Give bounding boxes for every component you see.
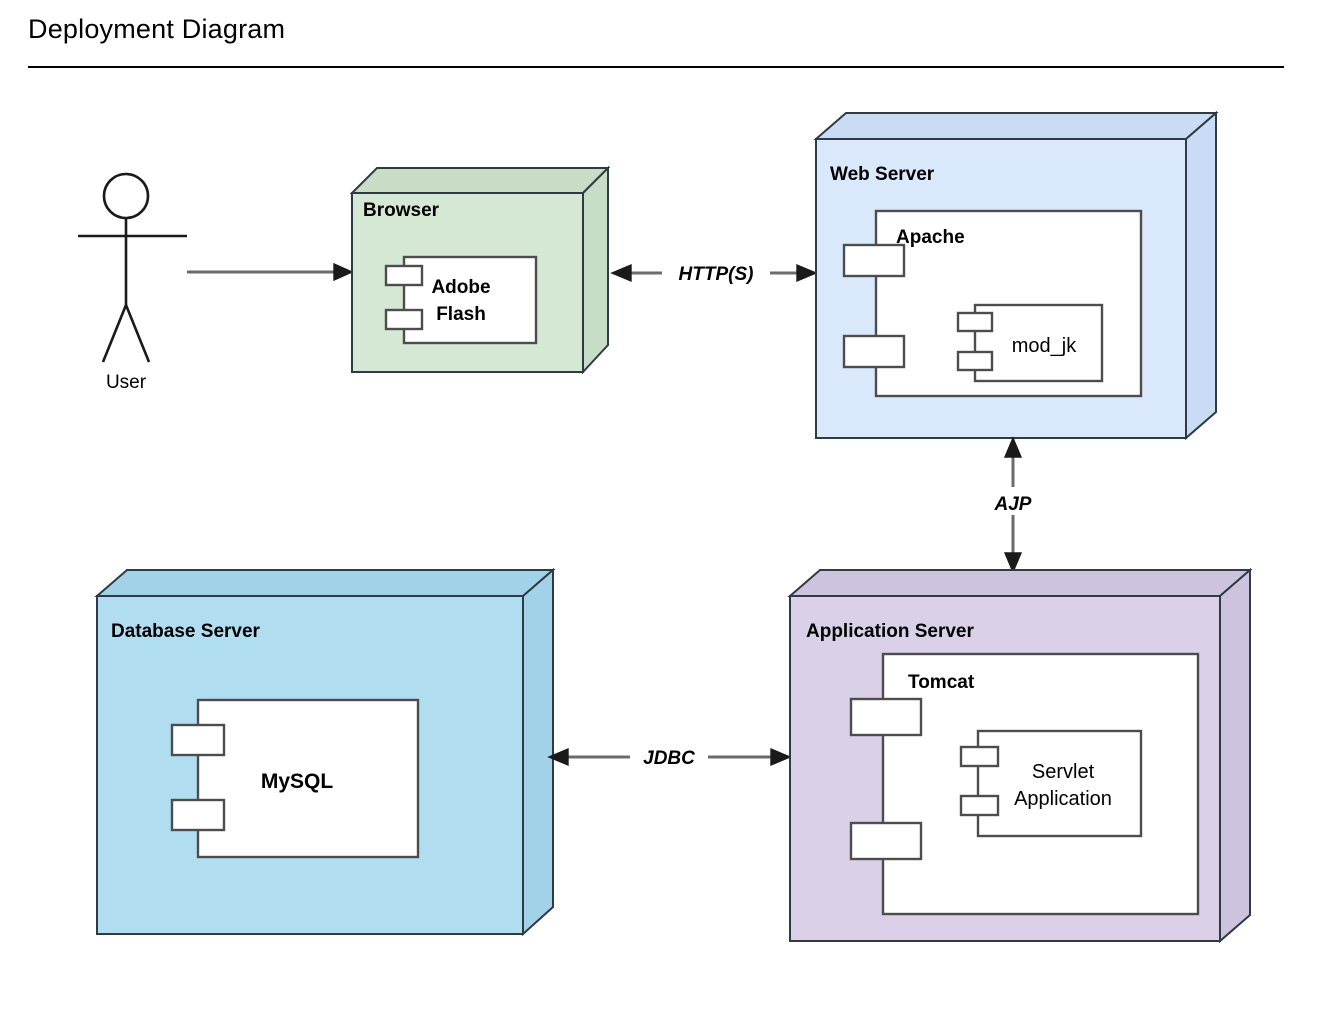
component-tab-top — [956, 311, 994, 333]
component-apache[interactable]: Apache mod_jk — [842, 209, 1143, 398]
node-top-face — [813, 112, 1219, 140]
node-web-server[interactable]: Web Server Apache mod_jk — [813, 110, 1219, 441]
arrowhead-down-icon — [1003, 552, 1023, 574]
component-label-line-1: Servlet — [1032, 761, 1095, 783]
component-label-line-2: Flash — [436, 304, 486, 325]
edge-label-ajp: AJP — [994, 494, 1032, 515]
edge-label-jdbc: JDBC — [643, 748, 695, 769]
component-body — [196, 698, 420, 859]
title-divider — [28, 66, 1284, 68]
arrowhead-left-icon — [547, 747, 569, 767]
actor-label: User — [106, 372, 147, 393]
component-tab-bottom — [956, 350, 994, 372]
component-tab-bottom — [170, 798, 226, 832]
user-actor: User — [78, 172, 187, 393]
component-tab-bottom — [959, 794, 1000, 817]
component-adobe-flash[interactable]: Adobe Flash — [384, 255, 538, 345]
component-label-line-1: Adobe — [431, 277, 490, 298]
edge-label-backdrop — [982, 487, 1044, 515]
component-tab-top — [170, 723, 226, 757]
actor-left-leg-line — [101, 304, 128, 363]
node-application-server[interactable]: Application Server Tomcat Servlet Applic… — [787, 567, 1253, 944]
arrowhead-up-icon — [1003, 436, 1023, 458]
node-browser[interactable]: Browser Adobe Flash — [349, 165, 611, 375]
component-tab-top — [842, 243, 906, 278]
component-tab-bottom — [842, 334, 906, 369]
component-label-tomcat: Tomcat — [908, 672, 975, 693]
node-label-web-server: Web Server — [830, 164, 935, 185]
arrowhead-right-icon — [796, 263, 818, 283]
actor-head-icon — [102, 172, 150, 220]
actor-right-leg-line — [124, 304, 151, 363]
node-top-face — [787, 569, 1253, 597]
component-tab-top — [384, 264, 424, 287]
edge-http-s: HTTP(S) — [610, 258, 818, 286]
node-label-browser: Browser — [363, 200, 440, 221]
component-body — [973, 303, 1104, 383]
node-side-face — [1185, 110, 1217, 441]
component-tab-bottom — [849, 821, 923, 861]
arrowhead-right-icon — [333, 262, 354, 282]
edge-label-http-s: HTTP(S) — [679, 264, 754, 285]
node-database-server[interactable]: Database Server MySQL — [94, 567, 556, 937]
component-tab-top — [959, 745, 1000, 768]
component-label-mod-jk: mod_jk — [1012, 335, 1077, 357]
edge-ajp: AJP — [982, 436, 1044, 574]
component-tab-top — [849, 697, 923, 737]
component-tomcat[interactable]: Tomcat Servlet Application — [849, 652, 1200, 916]
component-label-mysql: MySQL — [261, 770, 334, 793]
node-side-face — [582, 165, 609, 375]
edge-label-backdrop — [630, 742, 708, 770]
node-top-face — [94, 569, 556, 597]
edge-user-to-browser — [187, 262, 354, 282]
component-label-line-2: Application — [1014, 788, 1112, 810]
component-mod-jk[interactable]: mod_jk — [956, 303, 1104, 383]
edge-label-backdrop — [662, 258, 770, 286]
node-top-face — [349, 167, 611, 194]
arrowhead-left-icon — [610, 263, 632, 283]
component-body — [976, 729, 1143, 838]
arrowhead-right-icon — [770, 747, 792, 767]
node-side-face — [1219, 567, 1251, 944]
component-mysql[interactable]: MySQL — [170, 698, 420, 859]
component-servlet-application[interactable]: Servlet Application — [959, 729, 1143, 838]
node-label-database-server: Database Server — [111, 621, 261, 642]
node-side-face — [522, 567, 554, 937]
component-tab-bottom — [384, 308, 424, 331]
node-label-application-server: Application Server — [806, 621, 974, 642]
component-label-apache: Apache — [896, 227, 965, 248]
component-body — [402, 255, 538, 345]
edge-jdbc: JDBC — [547, 742, 792, 770]
page-title: Deployment Diagram — [28, 14, 286, 44]
